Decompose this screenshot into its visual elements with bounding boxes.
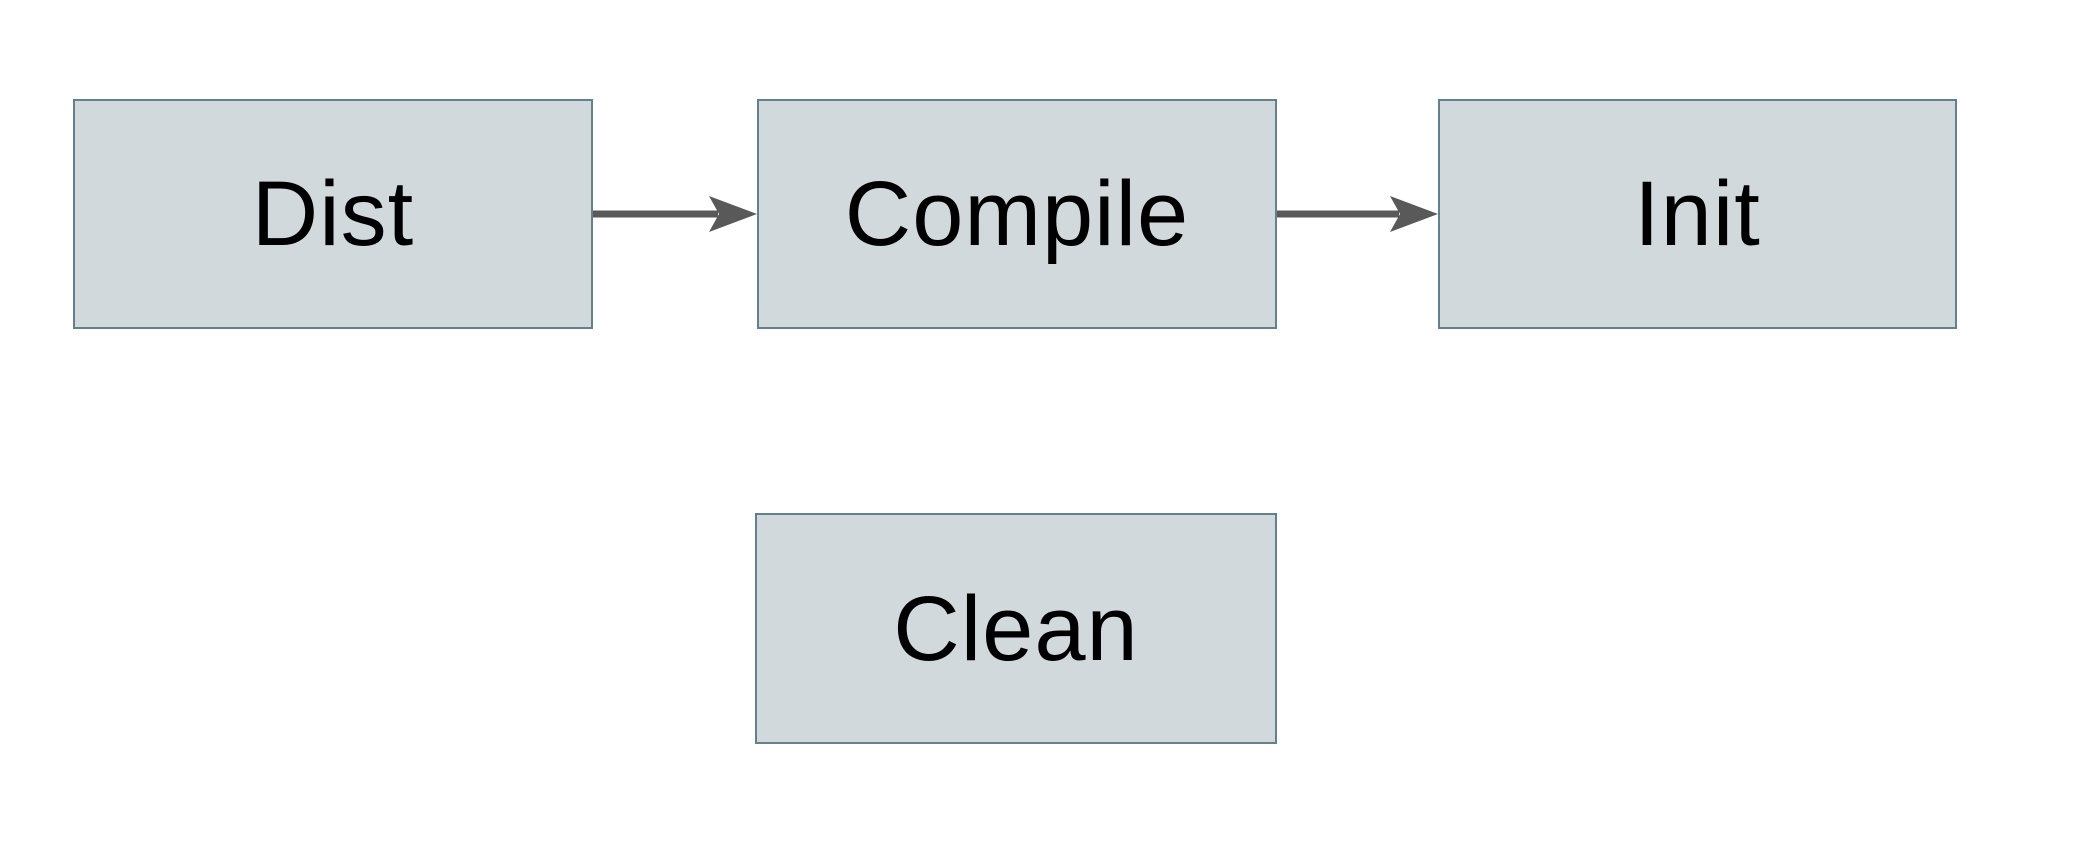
node-init-label: Init: [1634, 163, 1761, 265]
node-compile-label: Compile: [844, 163, 1190, 265]
node-dist-label: Dist: [251, 163, 415, 265]
node-init: Init: [1438, 99, 1957, 329]
arrowhead-icon: [1390, 196, 1438, 232]
node-clean-label: Clean: [893, 577, 1139, 680]
arrowhead-icon: [709, 196, 757, 232]
node-compile: Compile: [757, 99, 1277, 329]
node-dist: Dist: [73, 99, 593, 329]
arrow-compile-to-init: [1277, 196, 1438, 232]
arrow-dist-to-compile: [593, 196, 757, 232]
node-clean: Clean: [755, 513, 1277, 744]
